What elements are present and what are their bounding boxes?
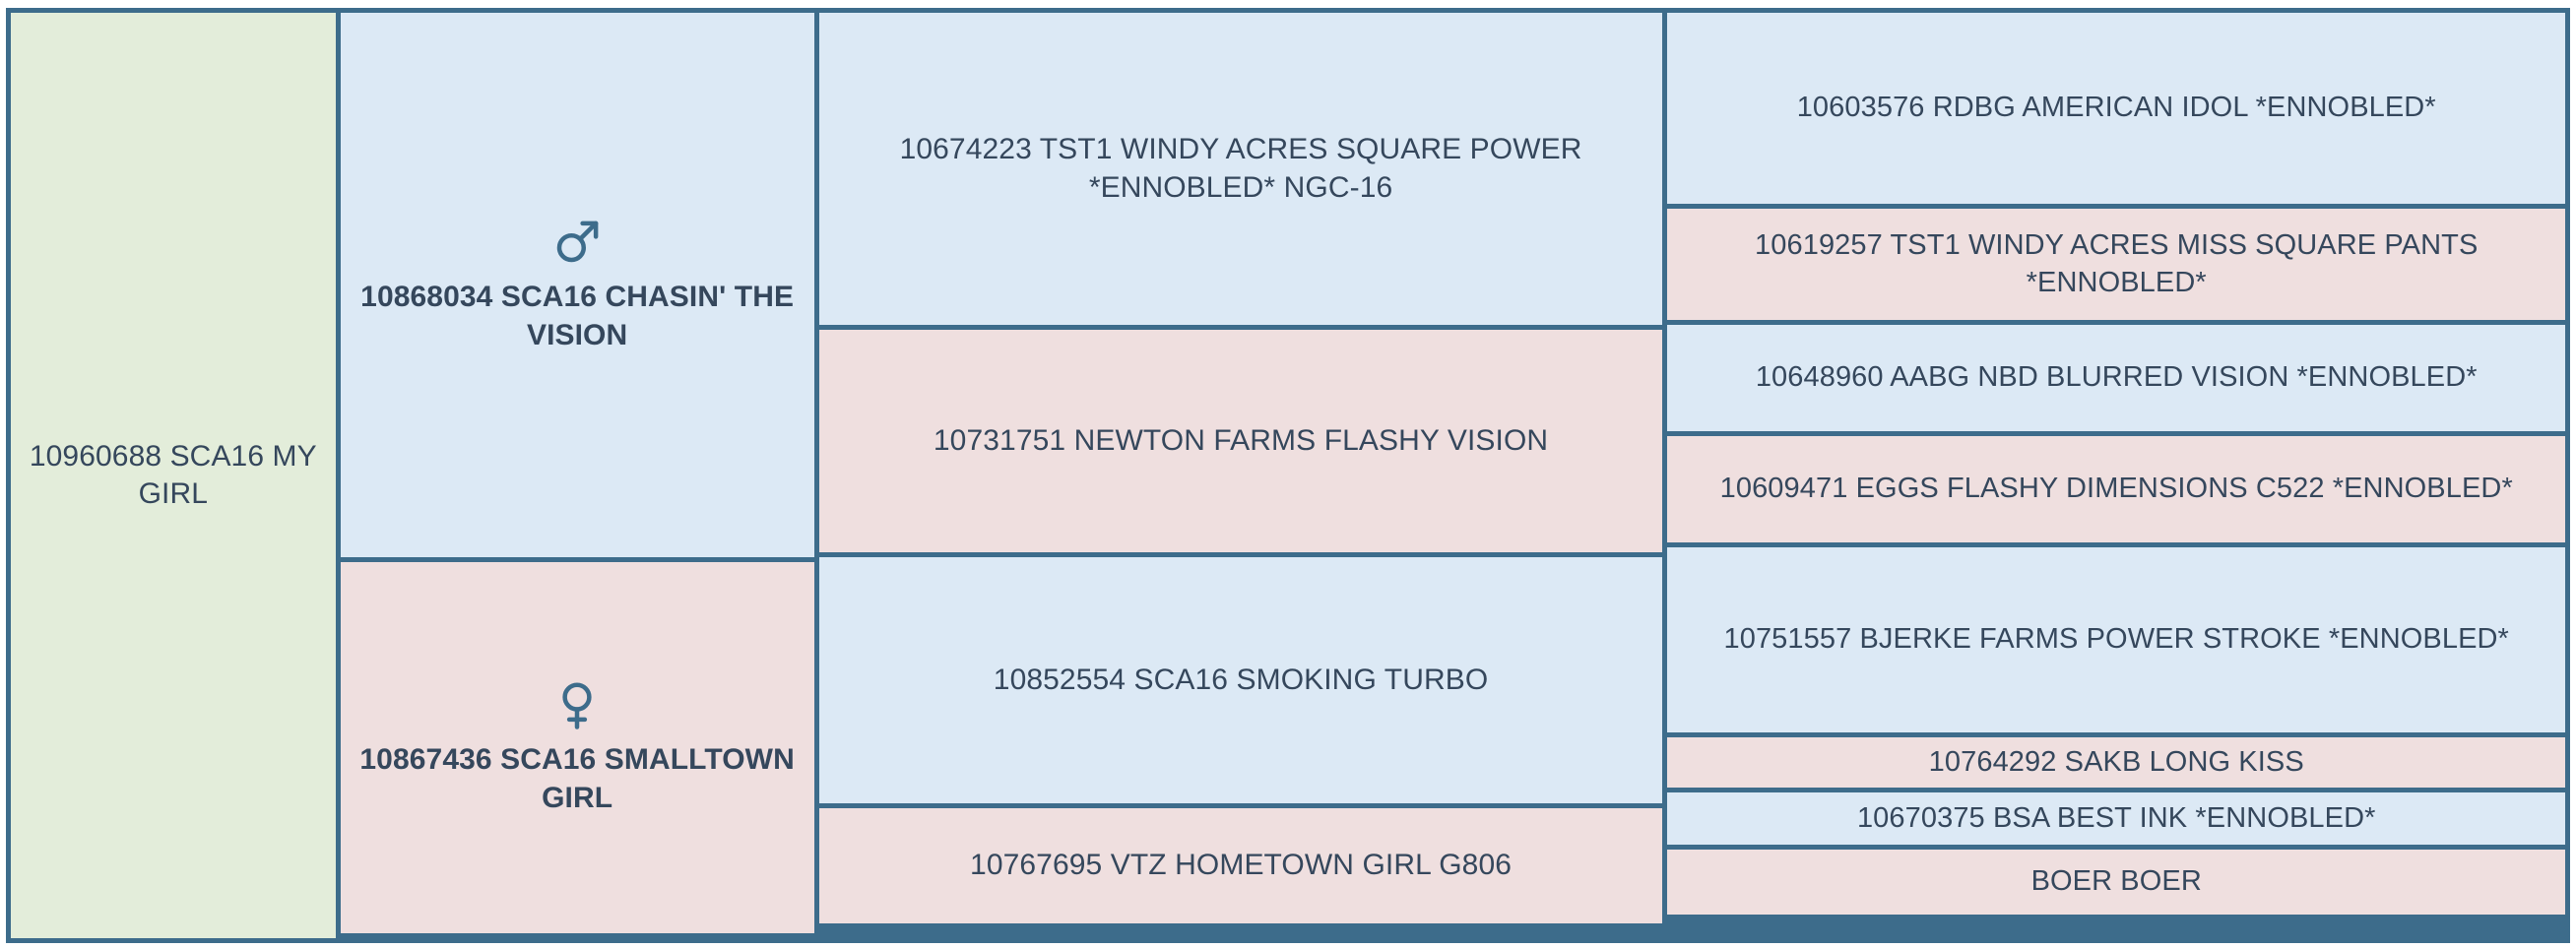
female-icon: [550, 678, 604, 731]
subject-label: 10960688 SCA16 MY GIRL: [29, 439, 317, 510]
great-grandparent-cell[interactable]: BOER BOER: [1667, 845, 2565, 915]
pedigree-grid: 10960688 SCA16 MY GIRL 10868034 SCA16 CH…: [6, 8, 2570, 943]
great-grandparent-label: 10648960 AABG NBD BLURRED VISION *ENNOBL…: [1755, 361, 2478, 394]
great-grandparent-label: 10751557 BJERKE FARMS POWER STROKE *ENNO…: [1723, 623, 2509, 656]
great-grandparent-label: BOER BOER: [2030, 865, 2202, 898]
great-grandparent-cell[interactable]: 10670375 BSA BEST INK *ENNOBLED*: [1667, 788, 2565, 845]
sire-label: 10868034 SCA16 CHASIN' THE VISION: [360, 281, 795, 351]
dam-cell[interactable]: 10867436 SCA16 SMALLTOWN GIRL: [340, 557, 814, 933]
great-grandparent-cell[interactable]: 10609471 EGGS FLASHY DIMENSIONS C522 *EN…: [1667, 431, 2565, 542]
column-great-grandparents: 10603576 RDBG AMERICAN IDOL *ENNOBLED* 1…: [1662, 13, 2565, 938]
grandparent-label: 10852554 SCA16 SMOKING TURBO: [993, 663, 1489, 696]
sire-cell[interactable]: 10868034 SCA16 CHASIN' THE VISION: [340, 13, 814, 557]
great-grandparent-label: 10764292 SAKB LONG KISS: [1928, 745, 2304, 778]
great-grandparent-label: 10609471 EGGS FLASHY DIMENSIONS C522 *EN…: [1719, 473, 2513, 505]
great-grandparent-label: 10603576 RDBG AMERICAN IDOL *ENNOBLED*: [1796, 92, 2436, 124]
dam-label: 10867436 SCA16 SMALLTOWN GIRL: [359, 743, 795, 814]
grandparent-label: 10731751 NEWTON FARMS FLASHY VISION: [933, 423, 1549, 457]
great-grandparent-label: 10619257 TST1 WINDY ACRES MISS SQUARE PA…: [1755, 229, 2479, 298]
grandparent-cell[interactable]: 10767695 VTZ HOMETOWN GIRL G806: [818, 803, 1663, 923]
great-grandparent-cell[interactable]: 10603576 RDBG AMERICAN IDOL *ENNOBLED*: [1667, 13, 2565, 204]
grandparent-label: 10767695 VTZ HOMETOWN GIRL G806: [970, 849, 1513, 882]
grandparent-label: 10674223 TST1 WINDY ACRES SQUARE POWER *…: [899, 133, 1582, 204]
column-grandparents: 10674223 TST1 WINDY ACRES SQUARE POWER *…: [813, 13, 1663, 938]
great-grandparent-label: 10670375 BSA BEST INK *ENNOBLED*: [1856, 801, 2376, 834]
column-subject: 10960688 SCA16 MY GIRL: [11, 13, 336, 938]
grandparent-cell[interactable]: 10852554 SCA16 SMOKING TURBO: [818, 552, 1663, 803]
great-grandparent-cell[interactable]: 10751557 BJERKE FARMS POWER STROKE *ENNO…: [1667, 542, 2565, 732]
grandparent-cell[interactable]: 10674223 TST1 WINDY ACRES SQUARE POWER *…: [818, 13, 1663, 325]
great-grandparent-cell[interactable]: 10648960 AABG NBD BLURRED VISION *ENNOBL…: [1667, 320, 2565, 431]
great-grandparent-cell[interactable]: 10764292 SAKB LONG KISS: [1667, 732, 2565, 788]
great-grandparent-cell[interactable]: 10619257 TST1 WINDY ACRES MISS SQUARE PA…: [1667, 204, 2565, 320]
column-parents: 10868034 SCA16 CHASIN' THE VISION 108674…: [335, 13, 814, 938]
male-icon: [550, 216, 604, 269]
subject-cell[interactable]: 10960688 SCA16 MY GIRL: [11, 13, 336, 938]
grandparent-cell[interactable]: 10731751 NEWTON FARMS FLASHY VISION: [818, 325, 1663, 552]
